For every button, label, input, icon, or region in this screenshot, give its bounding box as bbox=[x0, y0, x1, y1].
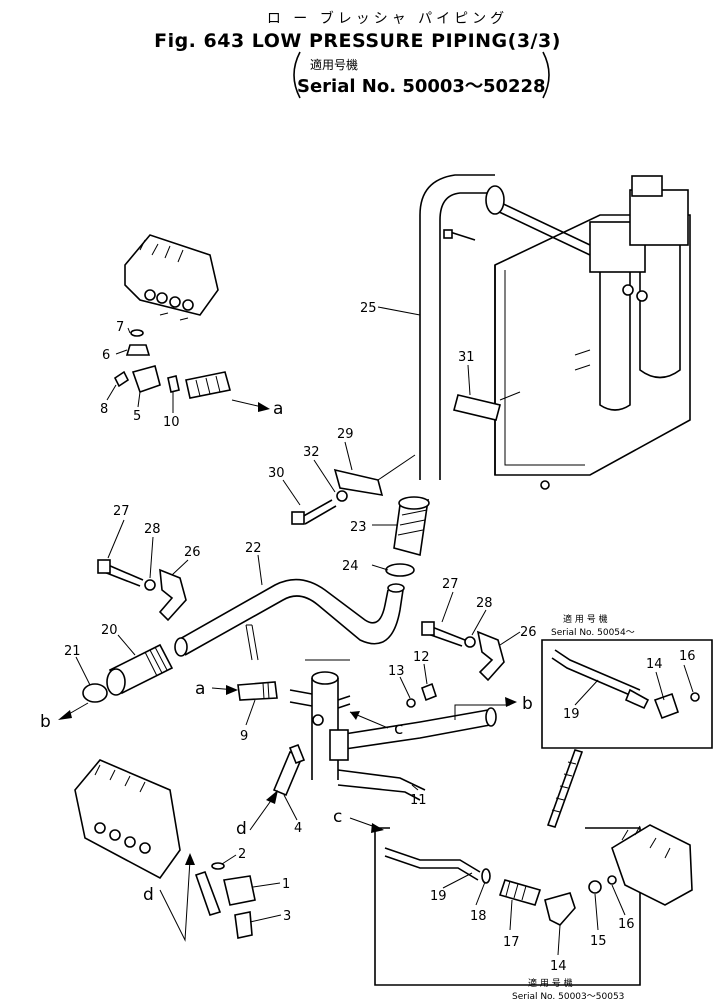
fitting-12 bbox=[421, 682, 437, 702]
callout-16-upper: 16 bbox=[679, 649, 696, 664]
connector-d-upper: d bbox=[236, 819, 247, 839]
fitting-10 bbox=[167, 375, 180, 393]
callout-30: 30 bbox=[268, 466, 285, 481]
callout-14-lower: 14 bbox=[550, 959, 567, 974]
callout-24: 24 bbox=[342, 559, 359, 574]
japanese-title: ロ ー ブレッシャ パイピング bbox=[266, 11, 509, 27]
callout-15: 15 bbox=[590, 934, 607, 949]
callout-25: 25 bbox=[360, 301, 377, 316]
inset-lower-serial: Serial No. 50003～50053 bbox=[512, 992, 624, 1002]
pipe-assembly-11 bbox=[289, 659, 497, 801]
callout-21: 21 bbox=[64, 644, 81, 659]
fitting-4 bbox=[272, 743, 306, 797]
connector-a-upper: a bbox=[273, 399, 283, 419]
callout-10: 10 bbox=[163, 415, 180, 430]
callout-22: 22 bbox=[245, 541, 262, 556]
callout-6: 6 bbox=[102, 348, 110, 363]
elbow-5 bbox=[131, 365, 161, 394]
serial-range: Serial No. 50003～50228 bbox=[297, 76, 546, 97]
callout-13: 13 bbox=[388, 664, 405, 679]
serial-bracket-right bbox=[542, 51, 550, 99]
strap bbox=[245, 624, 259, 661]
fitting-3 bbox=[234, 911, 253, 939]
callout-8: 8 bbox=[100, 402, 108, 417]
callout-16-lower: 16 bbox=[618, 917, 635, 932]
figure-title: Fig. 643 LOW PRESSURE PIPING(3/3) bbox=[154, 30, 561, 52]
callout-9: 9 bbox=[240, 729, 248, 744]
bolt-27-right bbox=[421, 621, 466, 647]
callout-4: 4 bbox=[294, 821, 302, 836]
inset-upper bbox=[541, 639, 713, 749]
callout-3: 3 bbox=[283, 909, 291, 924]
inset-upper-serial: Serial No. 50054～ bbox=[551, 628, 635, 638]
pipe-25 bbox=[419, 174, 505, 480]
callout-29: 29 bbox=[337, 427, 354, 442]
connector-b-right: b bbox=[522, 694, 533, 714]
connector-a-lower: a bbox=[195, 679, 205, 699]
callout-28-right: 28 bbox=[476, 596, 493, 611]
callout-2: 2 bbox=[238, 847, 246, 862]
inset-upper-jp: 適 用 号 機 bbox=[563, 613, 608, 625]
bracket-29 bbox=[333, 468, 384, 496]
pad-31 bbox=[453, 394, 501, 421]
callout-32: 32 bbox=[303, 445, 320, 460]
serial-bracket-left bbox=[293, 51, 301, 99]
elbow-1 bbox=[223, 875, 256, 906]
callout-12: 12 bbox=[413, 650, 430, 665]
clamp-24 bbox=[385, 563, 415, 577]
bolt-27-left bbox=[97, 559, 144, 587]
washer-32 bbox=[336, 490, 348, 502]
callout-19-lower: 19 bbox=[430, 889, 447, 904]
hose-23 bbox=[393, 496, 430, 557]
hose-end-lower bbox=[194, 870, 222, 916]
fitting-9 bbox=[237, 681, 278, 701]
connector-c-center: c bbox=[394, 719, 403, 739]
oring-13 bbox=[406, 698, 416, 708]
control-valve-lower bbox=[74, 759, 181, 880]
callout-26-right: 26 bbox=[520, 625, 537, 640]
inset-lower bbox=[374, 824, 693, 986]
callout-7: 7 bbox=[116, 320, 124, 335]
callout-20: 20 bbox=[101, 623, 118, 638]
connector-b-left: b bbox=[40, 712, 51, 732]
callout-14-upper: 14 bbox=[646, 657, 663, 672]
serial-applicability-japanese: 適用号機 bbox=[310, 58, 359, 72]
bolt-30 bbox=[291, 499, 337, 525]
washer-28-left bbox=[144, 579, 156, 591]
callout-18: 18 bbox=[470, 909, 487, 924]
callout-11: 11 bbox=[410, 793, 427, 808]
threaded-rod bbox=[546, 749, 584, 828]
callout-1: 1 bbox=[282, 877, 290, 892]
inset-lower-jp: 適 用 号 機 bbox=[528, 977, 573, 989]
nut-6 bbox=[125, 344, 151, 356]
bracket-26-right bbox=[476, 630, 505, 682]
callout-23: 23 bbox=[350, 520, 367, 535]
oring-2 bbox=[211, 862, 225, 870]
callout-19-upper: 19 bbox=[563, 707, 580, 722]
connector-arrows bbox=[58, 399, 517, 942]
bracket-26-left bbox=[158, 568, 187, 622]
hose-end-left-a bbox=[185, 371, 232, 399]
leader-31-wall bbox=[499, 391, 521, 401]
hydraulic-tank bbox=[494, 175, 691, 490]
callout-31: 31 bbox=[458, 350, 475, 365]
plug-8 bbox=[113, 370, 130, 388]
washer-28-right bbox=[464, 636, 476, 648]
callout-26-left: 26 bbox=[184, 545, 201, 560]
leader-lines bbox=[75, 306, 694, 956]
callout-5: 5 bbox=[133, 409, 141, 424]
callout-27-left: 27 bbox=[113, 504, 130, 519]
callout-27-right: 27 bbox=[442, 577, 459, 592]
rod-threads bbox=[551, 761, 577, 813]
control-valve-upper bbox=[124, 234, 219, 321]
connector-d-lower: d bbox=[143, 885, 154, 905]
pipe-22 bbox=[174, 578, 405, 657]
connector-c-inset: c bbox=[333, 807, 342, 827]
callout-17: 17 bbox=[503, 935, 520, 950]
clamp-21 bbox=[82, 683, 108, 703]
hose-20 bbox=[106, 643, 174, 696]
oring-7 bbox=[130, 329, 144, 337]
callout-28-left: 28 bbox=[144, 522, 161, 537]
